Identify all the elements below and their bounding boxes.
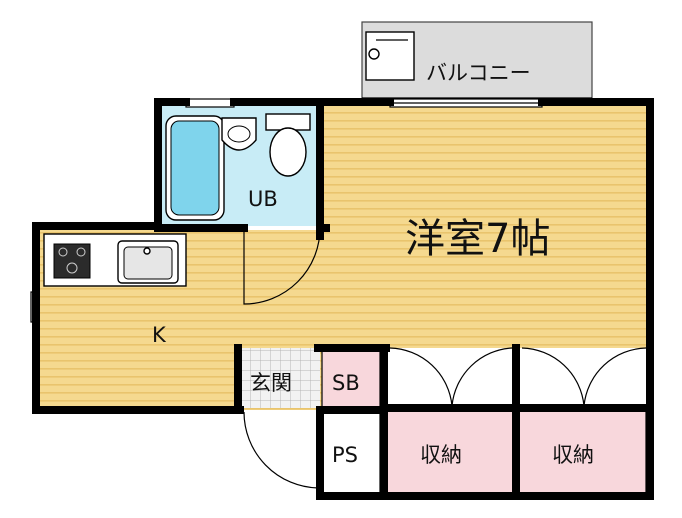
bathtub-icon bbox=[165, 115, 225, 221]
ac-unit-icon bbox=[365, 31, 415, 81]
western-room-floor bbox=[320, 104, 650, 348]
bath-door-swing bbox=[243, 227, 321, 305]
pipe-space-label: PS bbox=[332, 443, 358, 467]
closet-doors-right bbox=[521, 347, 647, 407]
closet-doors-left bbox=[389, 347, 513, 407]
entrance-floor bbox=[240, 348, 320, 408]
balcony: バルコニー bbox=[361, 21, 593, 105]
walls bbox=[32, 98, 654, 500]
window-bath bbox=[185, 98, 235, 108]
entrance-door-swing bbox=[243, 411, 319, 489]
western-room-label: 洋室7帖 bbox=[405, 216, 550, 262]
unit-bath-label: UB bbox=[248, 187, 278, 211]
entrance-label: 玄関 bbox=[250, 371, 292, 395]
sink-icon bbox=[117, 240, 179, 284]
shoe-box bbox=[321, 349, 381, 409]
balcony-label: バルコニー bbox=[426, 61, 531, 85]
storage-right-label: 収納 bbox=[552, 443, 594, 467]
washbasin-icon bbox=[221, 117, 257, 151]
toilet-icon bbox=[265, 113, 311, 177]
kitchen-label: K bbox=[152, 323, 167, 347]
counter bbox=[43, 233, 187, 287]
window-top bbox=[389, 98, 543, 108]
storage-left-label: 収納 bbox=[420, 443, 462, 467]
shoe-box-label: SB bbox=[332, 371, 360, 395]
stove-icon bbox=[53, 243, 91, 279]
